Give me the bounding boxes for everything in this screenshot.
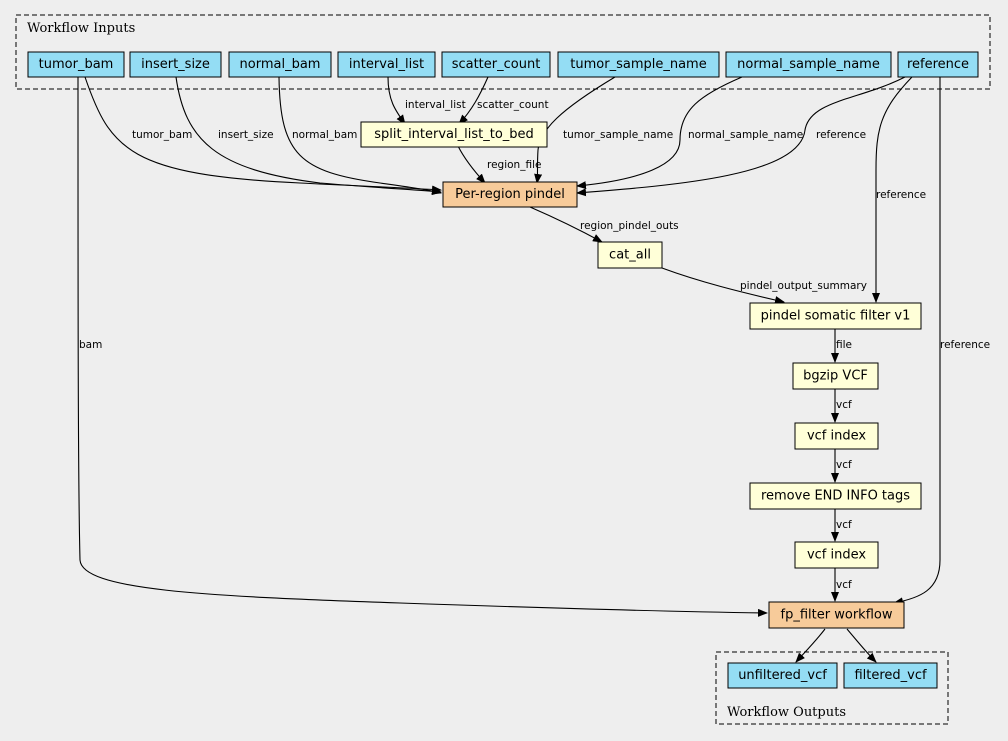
node-label-unfiltered-vcf: unfiltered_vcf [738, 668, 827, 683]
edge-label-scatter-count: scatter_count [477, 99, 549, 111]
edge-label-tumor-sample-name: tumor_sample_name [563, 129, 673, 141]
edge-bam [77, 76, 768, 617]
edge-label-reference-filter: reference [876, 189, 926, 201]
node-interval-list[interactable]: interval_list [337, 51, 436, 78]
node-remove-end-info-tags[interactable]: remove END INFO tags [749, 482, 922, 510]
node-label-interval-list: interval_list [349, 57, 424, 72]
node-filtered-vcf[interactable]: filtered_vcf [843, 662, 938, 689]
edge-insert-size [175, 76, 442, 196]
edge-tumor-bam [84, 76, 442, 194]
edges [77, 76, 941, 663]
inputs-cluster-border [15, 14, 991, 90]
node-label-fp-filter-workflow: fp_filter workflow [781, 608, 893, 623]
output-nodes: unfiltered_vcf filtered_vcf [727, 662, 938, 689]
edge-label-tumor-bam: tumor_bam [132, 129, 192, 141]
node-scatter-count[interactable]: scatter_count [441, 51, 551, 78]
node-bgzip-vcf[interactable]: bgzip VCF [792, 362, 879, 390]
edge-interval-list [387, 76, 406, 125]
edge-label-reference-pindel: reference [816, 129, 866, 141]
node-label-tumor-bam: tumor_bam [39, 57, 114, 72]
node-tumor-bam[interactable]: tumor_bam [27, 51, 125, 78]
node-normal-sample-name[interactable]: normal_sample_name [725, 51, 892, 78]
edge-label-vcf-2: vcf [836, 459, 852, 471]
edge-region-file [457, 145, 486, 184]
edge-label-file: file [836, 339, 852, 351]
node-label-pindel-somatic-filter: pindel somatic filter v1 [761, 309, 911, 324]
node-unfiltered-vcf[interactable]: unfiltered_vcf [727, 662, 838, 689]
node-label-filtered-vcf: filtered_vcf [854, 668, 927, 683]
edge-label-insert-size: insert_size [218, 129, 274, 141]
edge-region-pindel-outs [529, 206, 603, 243]
node-per-region-pindel[interactable]: Per-region pindel [442, 181, 578, 208]
edge-normal-sample-name [576, 76, 743, 190]
edge-normal-bam [278, 76, 442, 195]
node-label-split-interval-list-to-bed: split_interval_list_to_bed [374, 127, 534, 142]
edge-label-reference-fp: reference [940, 339, 990, 351]
node-label-per-region-pindel: Per-region pindel [455, 187, 565, 202]
node-normal-bam[interactable]: normal_bam [228, 51, 332, 78]
inputs-cluster-label: Workflow Inputs [27, 21, 135, 36]
node-label-reference: reference [907, 57, 969, 72]
node-pindel-somatic-filter[interactable]: pindel somatic filter v1 [749, 302, 922, 330]
node-vcf-index-2[interactable]: vcf index [794, 541, 879, 569]
workflow-inputs-cluster: Workflow Inputs [15, 14, 991, 90]
node-cat-all[interactable]: cat_all [597, 241, 663, 269]
node-label-vcf-index-1: vcf index [807, 429, 866, 444]
edge-unfiltered-vcf [795, 628, 826, 663]
edge-pindel-output-summary [661, 267, 785, 304]
edge-label-vcf-3: vcf [836, 519, 852, 531]
input-nodes: tumor_bam insert_size normal_bam interva… [27, 51, 979, 78]
edge-label-region-pindel-outs: region_pindel_outs [580, 220, 679, 232]
node-fp-filter-workflow[interactable]: fp_filter workflow [768, 601, 905, 629]
edge-reference-filter [872, 76, 913, 303]
step-nodes: split_interval_list_to_bed Per-region pi… [360, 121, 922, 629]
edge-label-normal-sample-name: normal_sample_name [688, 129, 803, 141]
node-vcf-index-1[interactable]: vcf index [794, 422, 879, 450]
node-label-bgzip-vcf: bgzip VCF [803, 369, 868, 384]
node-label-insert-size: insert_size [141, 57, 210, 72]
edge-labels: interval_list scatter_count tumor_bam in… [79, 99, 990, 591]
edge-label-bam: bam [79, 339, 102, 351]
node-label-vcf-index-2: vcf index [807, 548, 866, 563]
edge-label-normal-bam: normal_bam [292, 129, 357, 141]
edge-reference-pindel [576, 76, 906, 197]
outputs-cluster-label: Workflow Outputs [727, 705, 846, 720]
node-label-cat-all: cat_all [609, 248, 651, 263]
workflow-outputs-cluster: Workflow Outputs [715, 651, 949, 725]
edge-filtered-vcf [846, 628, 877, 663]
edge-label-region-file: region_file [487, 159, 541, 171]
edge-label-vcf-1: vcf [836, 399, 852, 411]
node-label-normal-bam: normal_bam [240, 57, 321, 72]
node-reference[interactable]: reference [897, 51, 979, 78]
node-insert-size[interactable]: insert_size [129, 51, 222, 78]
edge-label-vcf-4: vcf [836, 579, 852, 591]
outputs-cluster-border [715, 651, 949, 725]
edge-reference-fp [893, 77, 941, 606]
node-split-interval-list-to-bed[interactable]: split_interval_list_to_bed [360, 121, 548, 148]
node-label-normal-sample-name: normal_sample_name [737, 57, 880, 72]
node-label-remove-end-info-tags: remove END INFO tags [761, 489, 910, 504]
edge-scatter-count [458, 76, 489, 125]
edge-label-interval-list: interval_list [405, 99, 466, 111]
node-tumor-sample-name[interactable]: tumor_sample_name [557, 51, 720, 78]
edge-label-pindel-output-summary: pindel_output_summary [740, 280, 867, 292]
node-label-tumor-sample-name: tumor_sample_name [570, 57, 706, 72]
node-label-scatter-count: scatter_count [452, 57, 541, 72]
